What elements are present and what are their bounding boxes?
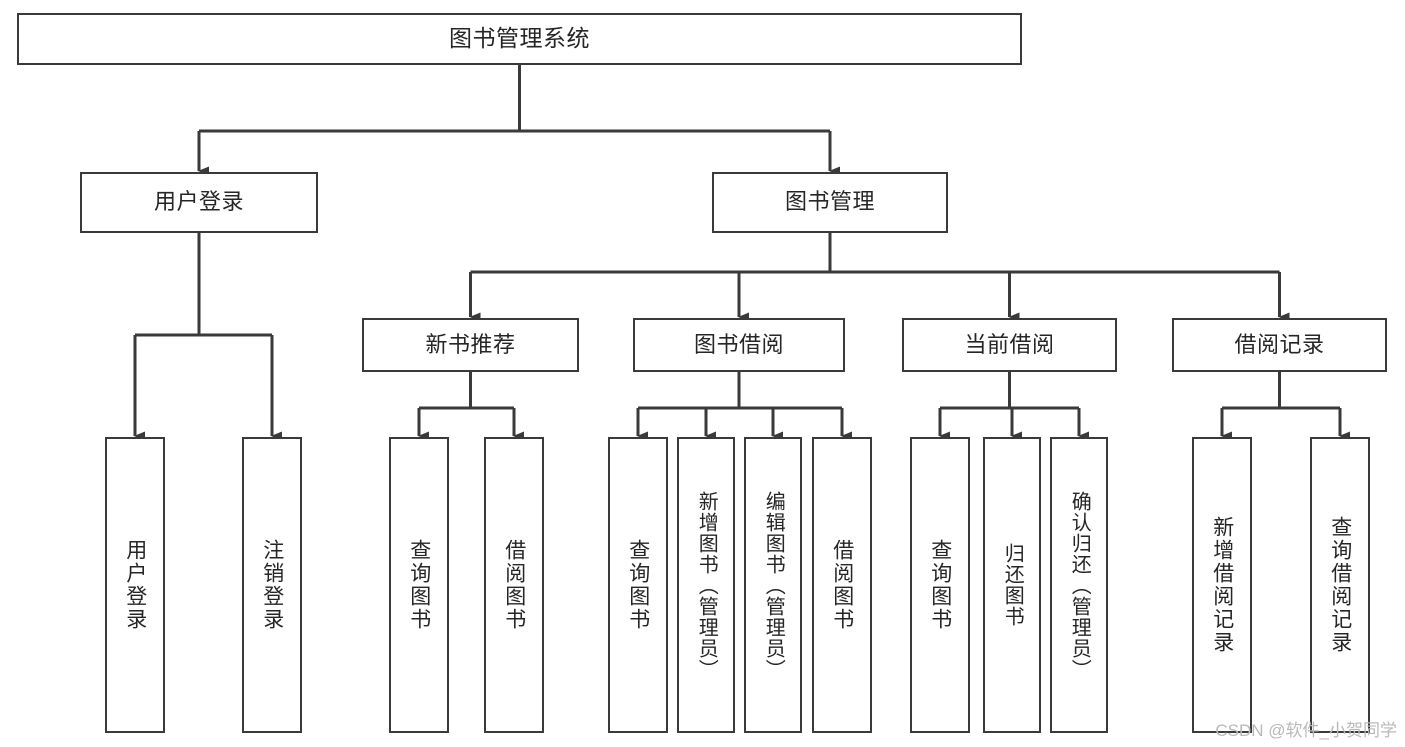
node-leaf-edit-book[interactable]: 编辑图书（管理员） [744, 437, 802, 733]
node-label: 新增图书（管理员） [695, 490, 718, 680]
node-label: 归还图书 [1001, 543, 1024, 627]
node-leaf-confirm[interactable]: 确认归还（管理员） [1050, 437, 1108, 733]
node-leaf-logout[interactable]: 注销登录 [242, 437, 302, 733]
csdn-watermark: CSDN @软件_小贺同学 [1215, 721, 1397, 740]
node-leaf-borrow-2[interactable]: 借阅图书 [812, 437, 872, 733]
node-leaf-query-rec[interactable]: 查询借阅记录 [1310, 437, 1370, 733]
node-label: 借阅图书 [502, 539, 526, 631]
node-label: 新增借阅记录 [1210, 516, 1234, 654]
node-label: 用户登录 [153, 189, 244, 215]
node-records[interactable]: 借阅记录 [1172, 318, 1387, 372]
node-label: 查询图书 [928, 539, 952, 631]
node-leaf-login[interactable]: 用户登录 [105, 437, 165, 733]
node-leaf-query-2[interactable]: 查询图书 [608, 437, 668, 733]
node-root[interactable]: 图书管理系统 [17, 13, 1022, 65]
node-login[interactable]: 用户登录 [80, 172, 318, 233]
node-borrow[interactable]: 图书借阅 [633, 318, 845, 372]
node-label: 借阅记录 [1234, 331, 1325, 357]
node-label: 确认归还（管理员） [1068, 490, 1091, 680]
node-leaf-add-rec[interactable]: 新增借阅记录 [1192, 437, 1252, 733]
node-leaf-borrow-1[interactable]: 借阅图书 [484, 437, 544, 733]
node-label: 新书推荐 [425, 331, 516, 357]
node-label: 图书管理 [784, 189, 875, 215]
node-leaf-add-book[interactable]: 新增图书（管理员） [677, 437, 735, 733]
node-leaf-query-1[interactable]: 查询图书 [389, 437, 449, 733]
node-leaf-query-3[interactable]: 查询图书 [910, 437, 970, 733]
node-label: 查询图书 [407, 539, 431, 631]
node-current[interactable]: 当前借阅 [902, 318, 1117, 372]
node-label: 当前借阅 [964, 331, 1055, 357]
node-leaf-return[interactable]: 归还图书 [983, 437, 1041, 733]
node-label: 注销登录 [260, 539, 284, 631]
node-newbook[interactable]: 新书推荐 [362, 318, 579, 372]
node-label: 借阅图书 [830, 539, 854, 631]
node-label: 编辑图书（管理员） [762, 490, 785, 680]
node-label: 图书借阅 [693, 331, 784, 357]
node-bookmgmt[interactable]: 图书管理 [712, 172, 948, 233]
node-label: 图书管理系统 [449, 25, 590, 52]
node-label: 查询借阅记录 [1328, 516, 1352, 654]
node-label: 用户登录 [123, 539, 147, 631]
node-label: 查询图书 [626, 539, 650, 631]
